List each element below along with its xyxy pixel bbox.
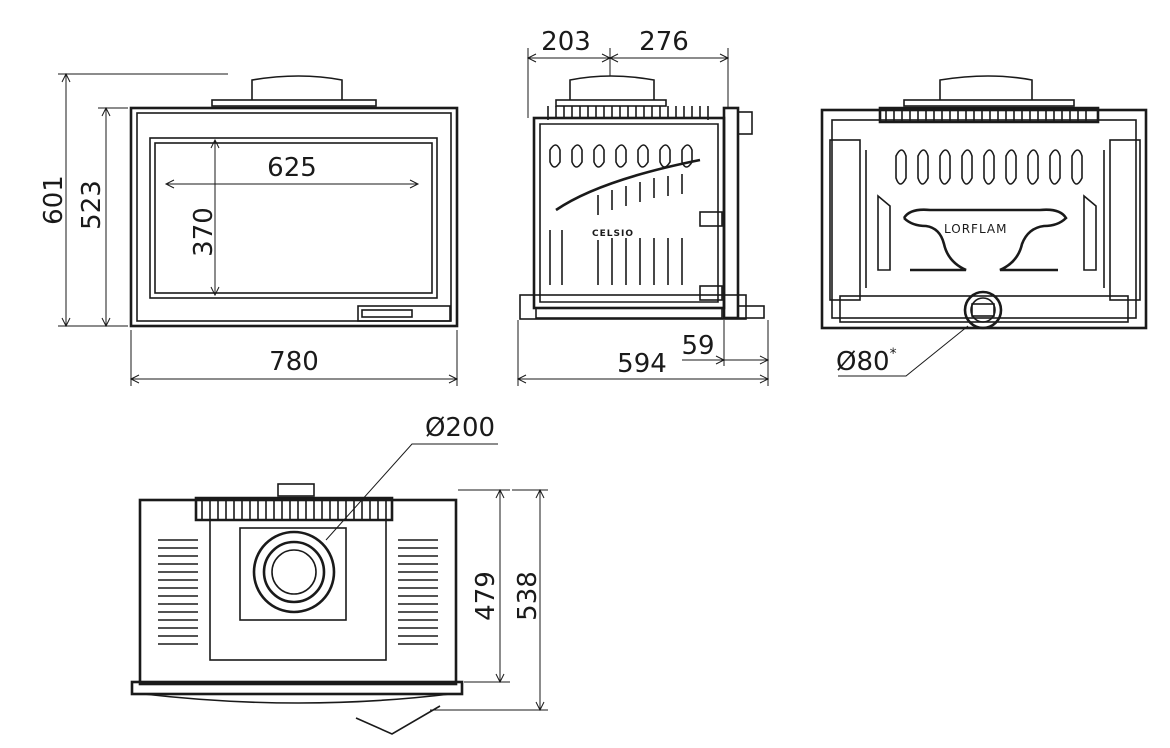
flue-diameter-label: Ø200 [425,413,495,443]
dim-glass-width: 625 [267,153,317,183]
rear-view [820,75,1148,377]
dim-frame-depth: 59 [681,331,714,361]
dim-height-body: 523 [77,180,107,230]
dim-offset-back: 276 [639,27,689,57]
outlet-diameter-label: Ø80* [836,346,897,377]
top-view [130,443,548,735]
rear-brand-plate: LORFLAM [944,222,1007,236]
side-view [516,48,770,386]
outlet-diameter-value: Ø80 [836,347,890,377]
dim-height-total: 601 [39,175,69,225]
dim-width: 780 [269,347,319,377]
side-brand-logo: CELSIO [592,229,634,239]
dim-depth-body: 479 [471,571,501,621]
dim-depth: 594 [617,349,667,379]
dim-glass-height: 370 [189,207,219,257]
dim-depth-total: 538 [513,571,543,621]
outlet-footnote-mark: * [890,346,897,362]
dim-offset-front: 203 [541,27,591,57]
front-view [58,72,459,386]
